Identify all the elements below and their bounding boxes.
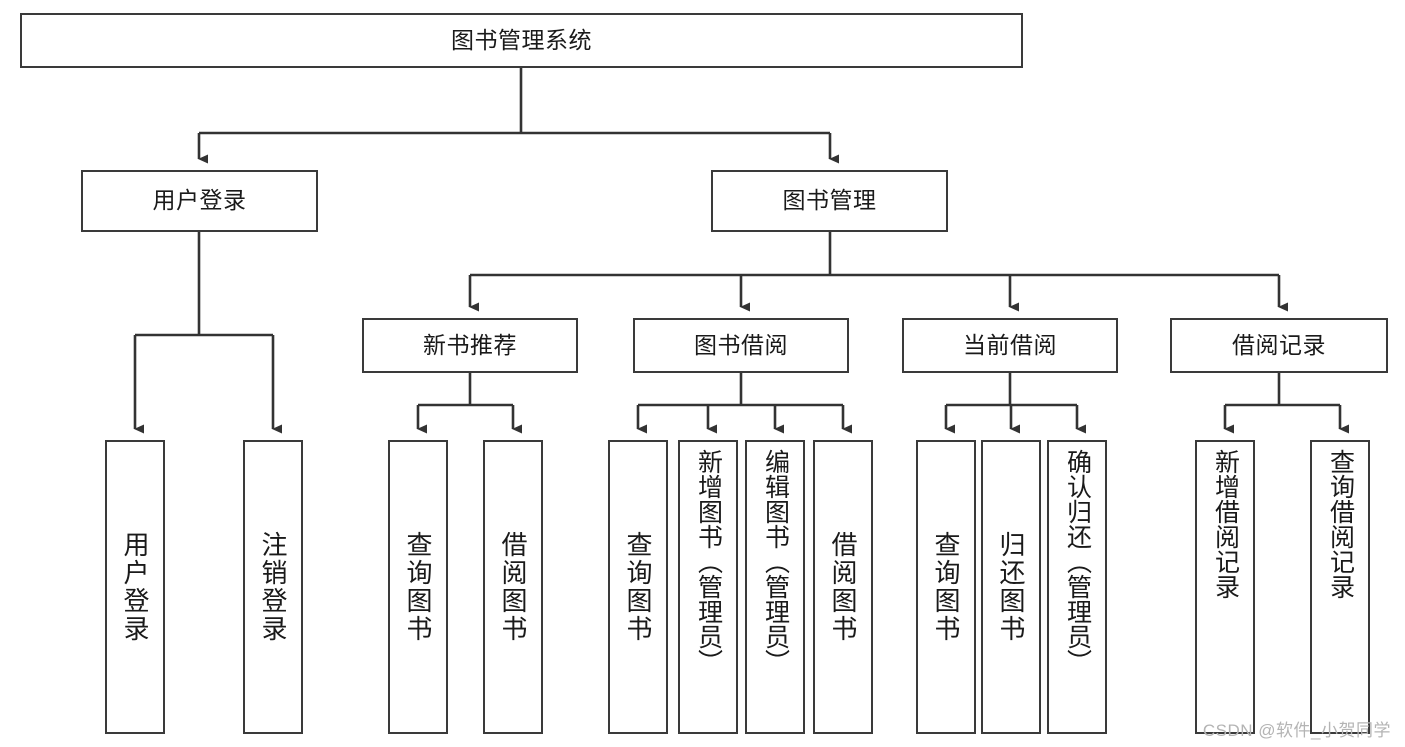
node-user-login[interactable]: 用户登录 [81,170,318,232]
node-new-book-recommend-label: 新书推荐 [423,331,517,358]
node-book-borrow[interactable]: 图书借阅 [633,318,849,373]
node-leaf-borrow-book-1[interactable]: 借阅图书 [483,440,543,734]
node-book-manage[interactable]: 图书管理 [711,170,948,232]
node-leaf-user-login[interactable]: 用户登录 [105,440,165,734]
node-leaf-add-book-label: 新增图书（管理员） [694,449,723,674]
node-leaf-add-record-label: 新增借阅记录 [1211,449,1240,599]
node-leaf-query-book-3-label: 查询图书 [931,531,961,643]
node-leaf-query-book-1[interactable]: 查询图书 [388,440,448,734]
node-new-book-recommend[interactable]: 新书推荐 [362,318,578,373]
node-leaf-query-book-3[interactable]: 查询图书 [916,440,976,734]
node-current-borrow[interactable]: 当前借阅 [902,318,1118,373]
node-root[interactable]: 图书管理系统 [20,13,1023,68]
node-leaf-borrow-book-1-label: 借阅图书 [498,531,528,643]
node-leaf-logout-login-label: 注销登录 [258,531,288,643]
node-leaf-logout-login[interactable]: 注销登录 [243,440,303,734]
node-root-label: 图书管理系统 [451,26,592,53]
node-leaf-query-book-2[interactable]: 查询图书 [608,440,668,734]
node-user-login-label: 用户登录 [152,187,247,214]
node-leaf-user-login-label: 用户登录 [120,531,150,643]
node-leaf-query-record-label: 查询借阅记录 [1326,449,1355,599]
node-current-borrow-label: 当前借阅 [963,331,1057,358]
node-leaf-borrow-book-2[interactable]: 借阅图书 [813,440,873,734]
node-leaf-edit-book[interactable]: 编辑图书（管理员） [745,440,805,734]
node-leaf-query-book-2-label: 查询图书 [623,531,653,643]
node-leaf-query-book-1-label: 查询图书 [403,531,433,643]
node-leaf-return-book[interactable]: 归还图书 [981,440,1041,734]
node-leaf-query-record[interactable]: 查询借阅记录 [1310,440,1370,734]
node-book-manage-label: 图书管理 [782,187,877,214]
node-borrow-record-label: 借阅记录 [1232,331,1326,358]
node-leaf-borrow-book-2-label: 借阅图书 [828,531,858,643]
node-leaf-confirm-return-label: 确认归还（管理员） [1063,449,1092,674]
node-leaf-edit-book-label: 编辑图书（管理员） [761,449,790,674]
node-book-borrow-label: 图书借阅 [694,331,788,358]
node-leaf-return-book-label: 归还图书 [996,531,1026,643]
node-leaf-add-book[interactable]: 新增图书（管理员） [678,440,738,734]
node-borrow-record[interactable]: 借阅记录 [1170,318,1388,373]
node-leaf-confirm-return[interactable]: 确认归还（管理员） [1047,440,1107,734]
node-leaf-add-record[interactable]: 新增借阅记录 [1195,440,1255,734]
